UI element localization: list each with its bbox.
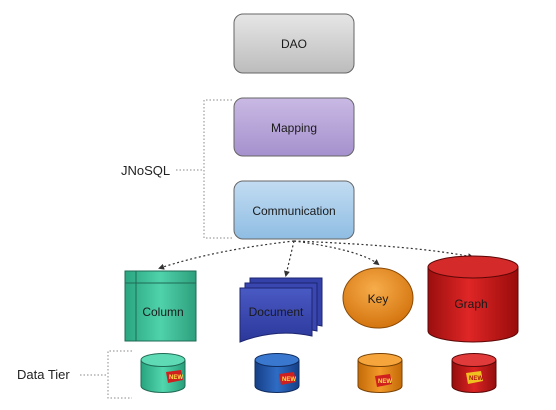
mapping-label: Mapping [271,121,317,135]
graph-database: Graph [427,255,519,343]
jnosql-bracket [203,99,232,239]
mapping-layer: Mapping [233,97,355,157]
svg-text:NEW: NEW [169,375,183,381]
svg-text:NEW: NEW [469,376,483,382]
tier-document-cylinder: NEW [254,353,300,393]
arrow-to-document [283,240,295,277]
svg-text:NEW: NEW [282,377,296,383]
new-badge-icon: NEW [166,370,183,383]
column-database: Column [124,270,197,342]
key-database: Key [342,267,414,329]
graph-label: Graph [454,297,487,311]
arrow-to-graph [293,240,474,260]
document-database: Document [239,277,323,343]
jnosql-label: JNoSQL [121,163,170,178]
dao-label: DAO [281,37,307,51]
tier-column-cylinder: NEW [140,353,186,393]
svg-text:NEW: NEW [378,379,392,385]
new-badge-icon: NEW [375,374,392,387]
communication-label: Communication [252,204,335,218]
tier-key-cylinder: NEW [357,353,403,393]
communication-layer: Communication [233,180,355,240]
document-label: Document [249,305,304,319]
key-label: Key [368,292,389,306]
arrow-to-key [293,240,380,266]
dao-layer: DAO [233,13,355,74]
tier-graph-cylinder: NEW [451,353,497,393]
data-tier-bracket [107,350,132,399]
data-tier-label: Data Tier [17,367,70,382]
new-badge-icon: NEW [466,371,483,384]
arrow-to-column [158,240,295,270]
new-badge-icon: NEW [279,372,296,385]
column-label: Column [142,305,183,319]
